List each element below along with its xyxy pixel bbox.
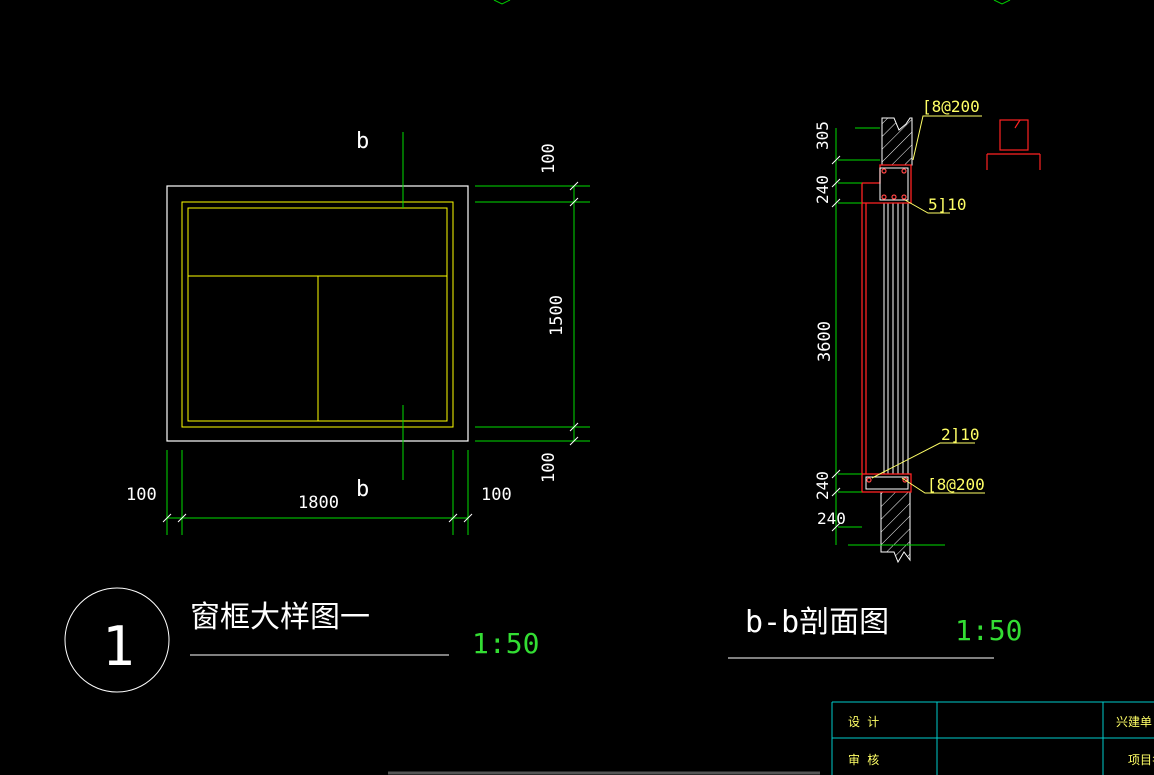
rebar-leaders (871, 115, 985, 494)
section-b-b: 305 240 3600 240 240 [8@200 5]10 2]10 [8… (813, 97, 1041, 564)
dim-240-base: 240 (817, 509, 846, 528)
detail-scale: 1:50 (472, 627, 539, 660)
horizontal-dimension (162, 450, 473, 535)
rebar-cage (865, 167, 909, 490)
detail-number: 1 (102, 615, 135, 678)
vertical-dimension (475, 181, 590, 446)
detail-title: 窗框大样图一 (190, 600, 370, 635)
wall-below-hatch (880, 491, 911, 564)
viewport-grips (493, 0, 1011, 5)
rebar-main-top-label: 5]10 (928, 195, 967, 214)
titleblock-row1-right: 兴建单 (1116, 715, 1152, 729)
dim-3600: 3600 (815, 321, 835, 362)
titleblock-row2-right: 项目名 (1128, 752, 1154, 767)
detail-title-block: 1 窗框大样图一 1:50 b-b剖面图 1:50 (64, 587, 1022, 693)
section-dimensions (831, 127, 945, 546)
section-title: b-b剖面图 (745, 605, 889, 640)
detail-marker-symbol (986, 119, 1041, 170)
cut-label-top: b (356, 129, 369, 154)
dim-305: 305 (813, 121, 832, 150)
titleblock-row1-label: 设 计 (848, 715, 879, 729)
frame-strips (883, 203, 909, 474)
rebar-dots (866, 168, 908, 483)
dim-bottom: 100 (539, 452, 559, 483)
rebar-bot-label: [8@200 (927, 475, 985, 494)
dim-240-bot: 240 (813, 471, 832, 500)
dim-height: 1500 (547, 295, 567, 336)
dim-width: 1800 (298, 493, 339, 513)
titleblock-row2-label: 审 核 (848, 752, 879, 767)
window-outer-frame (166, 185, 469, 442)
detail-number-circle (64, 587, 170, 693)
window-elevation: b b 100 1800 100 100 (126, 129, 590, 535)
drawing-title-block (831, 701, 1154, 775)
dim-240-top: 240 (813, 175, 832, 204)
dim-top: 100 (539, 143, 559, 174)
dim-right: 100 (481, 485, 512, 505)
section-scale: 1:50 (955, 614, 1022, 647)
concrete-outline (861, 164, 912, 493)
window-frame-outer-line (181, 201, 454, 428)
cut-label-bottom: b (356, 477, 369, 502)
rebar-top-label: [8@200 (922, 97, 980, 116)
dim-left: 100 (126, 485, 157, 505)
wall-above-hatch (881, 117, 913, 166)
rebar-main-bot-label: 2]10 (941, 425, 980, 444)
